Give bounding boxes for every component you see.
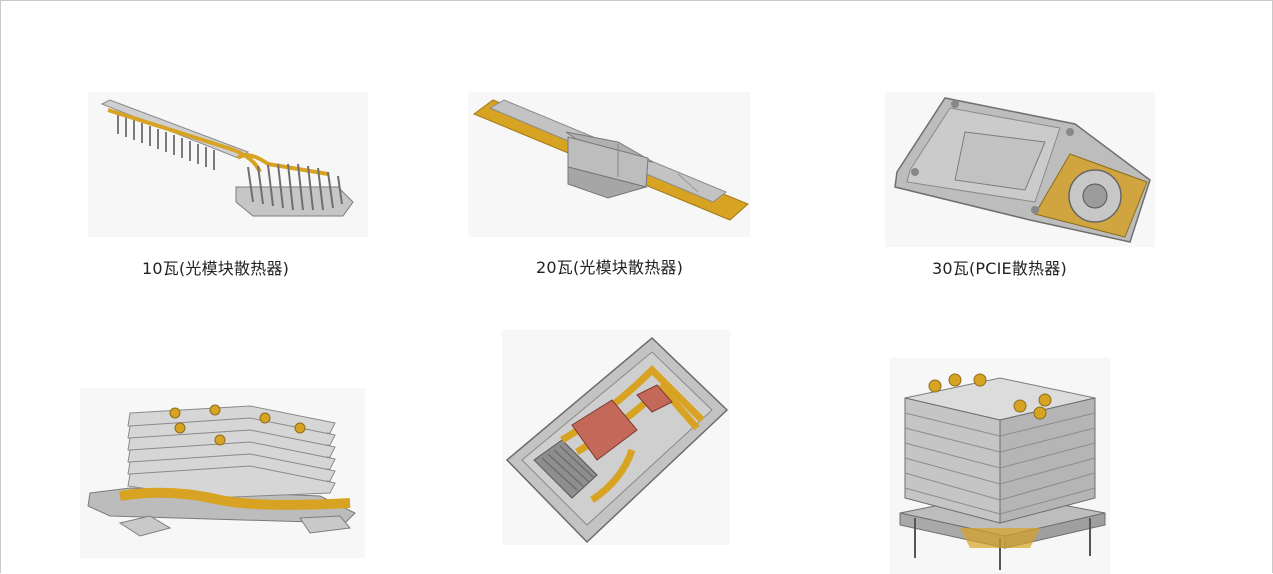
20w-optical-module-heatsink-image	[468, 92, 750, 237]
heatpipe-coldplate-heatsink-image	[502, 330, 730, 545]
30w-pcie-heatsink-image	[885, 92, 1155, 247]
heatpipe-fin-stack-heatsink-image	[80, 388, 365, 558]
caption-30w-pcie: 30瓦(PCIE散热器)	[932, 259, 1067, 278]
caption-20w-optical-module: 20瓦(光模块散热器)	[536, 258, 684, 277]
10w-optical-module-heatsink-image	[88, 92, 368, 237]
caption-10w-optical-module: 10瓦(光模块散热器)	[142, 259, 290, 278]
tower-cooler-heatsink-image	[890, 358, 1110, 574]
